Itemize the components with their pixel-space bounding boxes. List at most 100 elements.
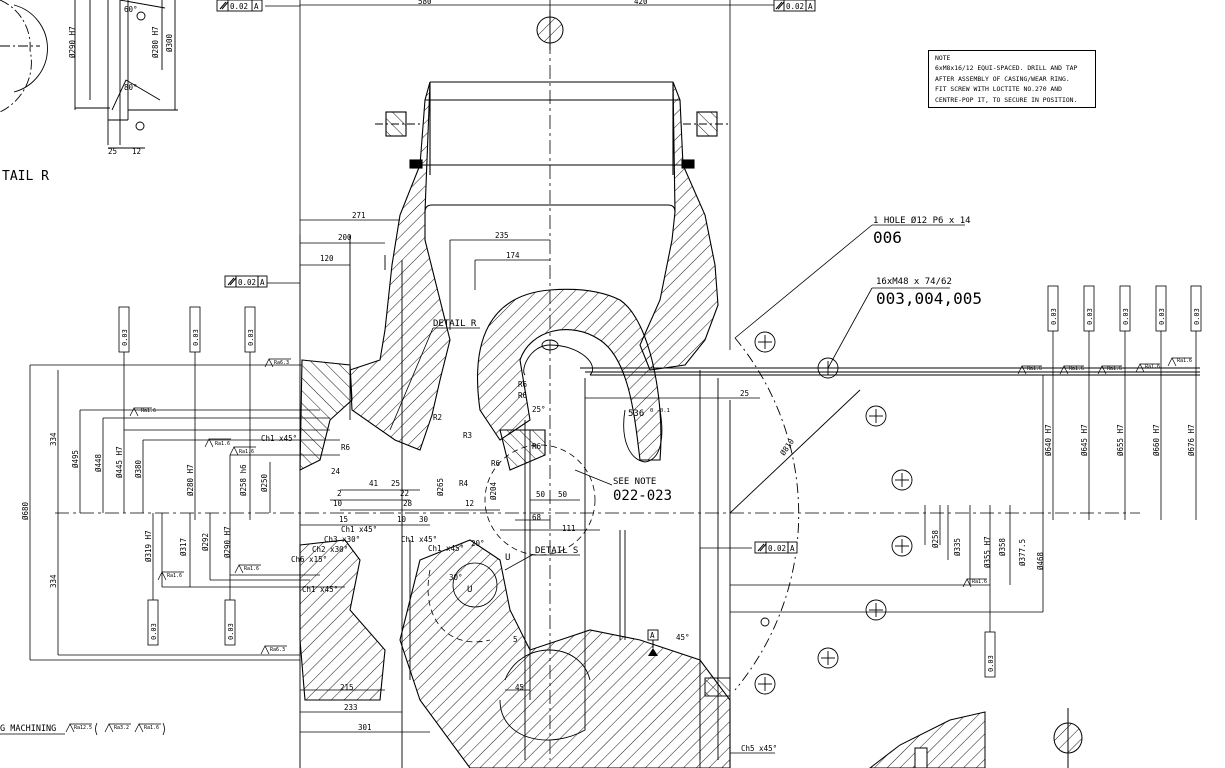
dim-265: Ø265 — [436, 478, 445, 496]
dim-317: Ø317 — [179, 538, 188, 556]
dim-235: 235 — [495, 231, 509, 240]
dim-22: 22 — [400, 489, 409, 498]
dim-10a: 10 — [333, 499, 343, 508]
svg-text:Ra3.2: Ra3.2 — [114, 725, 129, 731]
svg-text:0.03: 0.03 — [192, 329, 200, 346]
section-u1: U — [505, 553, 510, 563]
casing-outline — [375, 81, 728, 213]
right-dimension-lines — [700, 330, 1197, 632]
svg-text:0.03: 0.03 — [1086, 308, 1094, 325]
tolerance-frame-mid-right: 0.02 A — [754, 541, 798, 554]
chamfer-3: Ch3 x30° — [324, 535, 360, 544]
svg-text:A: A — [790, 544, 795, 553]
dim-280: Ø280 H7 — [186, 464, 195, 496]
svg-text:Ra6.3: Ra6.3 — [274, 360, 289, 366]
tolerance-frame-mid-left: 0.02 A — [224, 275, 268, 288]
dim-120: 120 — [320, 254, 334, 263]
svg-text:Ra1.6: Ra1.6 — [1027, 366, 1042, 372]
chamfer-1c: Ch1 x45° — [401, 535, 437, 544]
tol-value: 0.02 — [786, 2, 804, 11]
chamfer-text: Ch1 x45° Ch3 x30° Ch1 x45° Ch1 x45° Ch2 … — [261, 434, 777, 753]
svg-text:Ra1.6: Ra1.6 — [972, 579, 987, 585]
angle-30: 30° — [449, 573, 463, 582]
radius-r2: R2 — [433, 413, 442, 422]
svg-text:0.03: 0.03 — [227, 623, 235, 640]
dim-50b: 50 — [558, 490, 568, 499]
dim-355: Ø355 H7 — [983, 536, 992, 568]
dim-377: Ø377.5 — [1018, 539, 1027, 566]
svg-text:Ra1.6: Ra1.6 — [215, 441, 230, 447]
see-note-ref: 022-023 — [613, 488, 672, 504]
dim-680: Ø680 — [21, 501, 30, 520]
tolerance-frame-top-right: 0.02 A — [773, 0, 816, 12]
radius-r6a: R6 — [518, 380, 528, 389]
dim-tl-280: Ø280 H7 — [151, 26, 160, 58]
chamfer-1d: Ch1 x45° — [428, 544, 464, 553]
svg-text:Ra1.6: Ra1.6 — [1145, 364, 1160, 370]
dim-24: 24 — [331, 467, 341, 476]
see-note-label: SEE NOTE — [613, 477, 656, 487]
tol-datum: A — [254, 2, 259, 11]
svg-text:0.03: 0.03 — [1122, 308, 1130, 325]
note-box: NOTE 6xM8x16/12 EQUI-SPACED. DRILL AND T… — [928, 50, 1096, 108]
dim-292: Ø292 — [201, 533, 210, 551]
radius-text: R6 R6 R6 R6 R6 R3 R4 R2 20° 30° 25° 45° — [341, 380, 690, 642]
dim-41: 41 — [369, 479, 378, 488]
dim-380: Ø380 — [134, 459, 143, 478]
casing-section — [299, 81, 731, 768]
svg-text:0.03: 0.03 — [150, 623, 158, 640]
dim-420: 420 — [634, 0, 648, 6]
dim-204: Ø204 — [489, 481, 498, 500]
roughness-text: Ra1.6 Ra1.6 Ra1.6 Ra1.6 Ra1.6 Ra6.3 Ra6.… — [74, 358, 1192, 731]
dim-258b: Ø258 — [931, 529, 940, 548]
chamfer-2: Ch2 x30° — [312, 545, 348, 554]
section-u2: U — [467, 585, 472, 595]
concentricity-frames — [118, 285, 1202, 678]
dim-tl-60: 60° — [124, 5, 138, 14]
svg-text:0.03: 0.03 — [247, 329, 255, 346]
chamfer-1e: Ch1 x45° — [302, 585, 338, 594]
hole-spec-label: 1 HOLE Ø12 P6 x 14 — [873, 215, 971, 226]
svg-text:Ra1.6: Ra1.6 — [167, 573, 182, 579]
dim-640: Ø640 H7 — [1044, 424, 1053, 456]
dim-250: Ø250 — [260, 473, 269, 492]
detail-s-circle — [484, 444, 596, 556]
dim-68: 68 — [532, 513, 542, 522]
left-dimension-lines — [29, 219, 775, 768]
svg-text:Ra1.6: Ra1.6 — [244, 566, 259, 572]
hole-ref-label: 006 — [873, 228, 902, 247]
dim-2: 2 — [337, 489, 342, 498]
note-line-2: AFTER ASSEMBLY OF CASING/WEAR RING. — [935, 74, 1070, 83]
angle-45: 45° — [676, 633, 690, 642]
dim-334b: 334 — [49, 574, 58, 588]
dim-50a: 50 — [536, 490, 546, 499]
svg-text:Ra1.6: Ra1.6 — [1177, 358, 1192, 364]
dim-645: Ø645 H7 — [1080, 424, 1089, 456]
dim-319: Ø319 H7 — [144, 530, 153, 562]
detail-r-label: DETAIL R — [433, 319, 477, 329]
dim-448: Ø448 — [94, 453, 103, 472]
dim-655: Ø655 H7 — [1116, 424, 1125, 456]
rad-536-tol: 0 -0.1 — [650, 408, 670, 414]
dim-660: Ø660 H7 — [1152, 424, 1161, 456]
leader-lines — [389, 224, 965, 571]
tail-r-label: TAIL R — [2, 169, 49, 184]
angle-20: 20° — [471, 539, 485, 548]
svg-text:A: A — [650, 631, 655, 640]
chamfer-1a: Ch1 x45° — [261, 434, 297, 443]
svg-text:0.03: 0.03 — [987, 655, 995, 672]
dim-271: 271 — [352, 211, 366, 220]
dim-28: 28 — [403, 499, 413, 508]
bolt-pcd-label: Ø810 — [778, 437, 796, 457]
datum-a-marker: A — [647, 629, 659, 656]
dim-tl-12: 12 — [132, 147, 141, 156]
svg-text:Ra1.6: Ra1.6 — [239, 449, 254, 455]
dim-258: Ø258 h6 — [239, 464, 248, 496]
radius-r3: R3 — [463, 431, 472, 440]
dim-174: 174 — [506, 251, 520, 260]
thread-ref-label: 003,004,005 — [876, 289, 982, 308]
dim-301: 301 — [358, 723, 372, 732]
dim-10b: 10 — [397, 515, 407, 524]
chamfer-6: Ch6 x15° — [291, 555, 327, 564]
dim-5: 5 — [513, 635, 518, 644]
